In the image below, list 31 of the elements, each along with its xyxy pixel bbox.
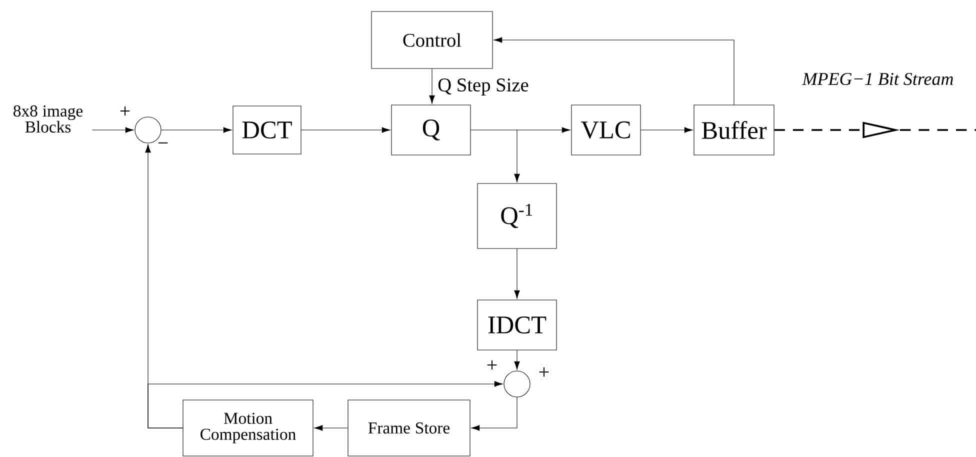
process-box: Control xyxy=(371,11,493,69)
arrow xyxy=(494,37,734,105)
arrow xyxy=(514,248,520,299)
arrow xyxy=(161,127,232,133)
arrow xyxy=(148,381,503,428)
process-box: Motion Compensation xyxy=(182,400,314,456)
arrow xyxy=(640,127,693,133)
sign-label: + xyxy=(120,106,130,116)
process-box: Buffer xyxy=(694,104,774,156)
summing-junction xyxy=(134,116,162,144)
edge-label: Q Step Size xyxy=(436,77,530,97)
arrow xyxy=(514,350,520,370)
sign-label: − xyxy=(158,142,168,144)
sign-label: + xyxy=(487,360,497,370)
summing-junction xyxy=(504,370,530,398)
process-box: VLC xyxy=(571,104,641,156)
arrow xyxy=(301,127,390,133)
arrow xyxy=(429,68,435,104)
arrow xyxy=(471,396,518,431)
arrow xyxy=(470,127,570,133)
sign-label: + xyxy=(539,367,549,377)
process-box: Q xyxy=(391,104,471,156)
edge-label: MPEG−1 Bit Stream xyxy=(800,72,956,86)
arrow xyxy=(514,130,520,182)
input-label: 8x8 image Blocks xyxy=(14,105,82,133)
process-box: Q$^{-1}$ xyxy=(477,183,557,249)
process-box: IDCT xyxy=(477,300,557,350)
arrow xyxy=(314,425,348,431)
process-box: Frame Store xyxy=(348,400,470,456)
process-box: DCT xyxy=(232,106,302,154)
arrow xyxy=(92,127,134,133)
